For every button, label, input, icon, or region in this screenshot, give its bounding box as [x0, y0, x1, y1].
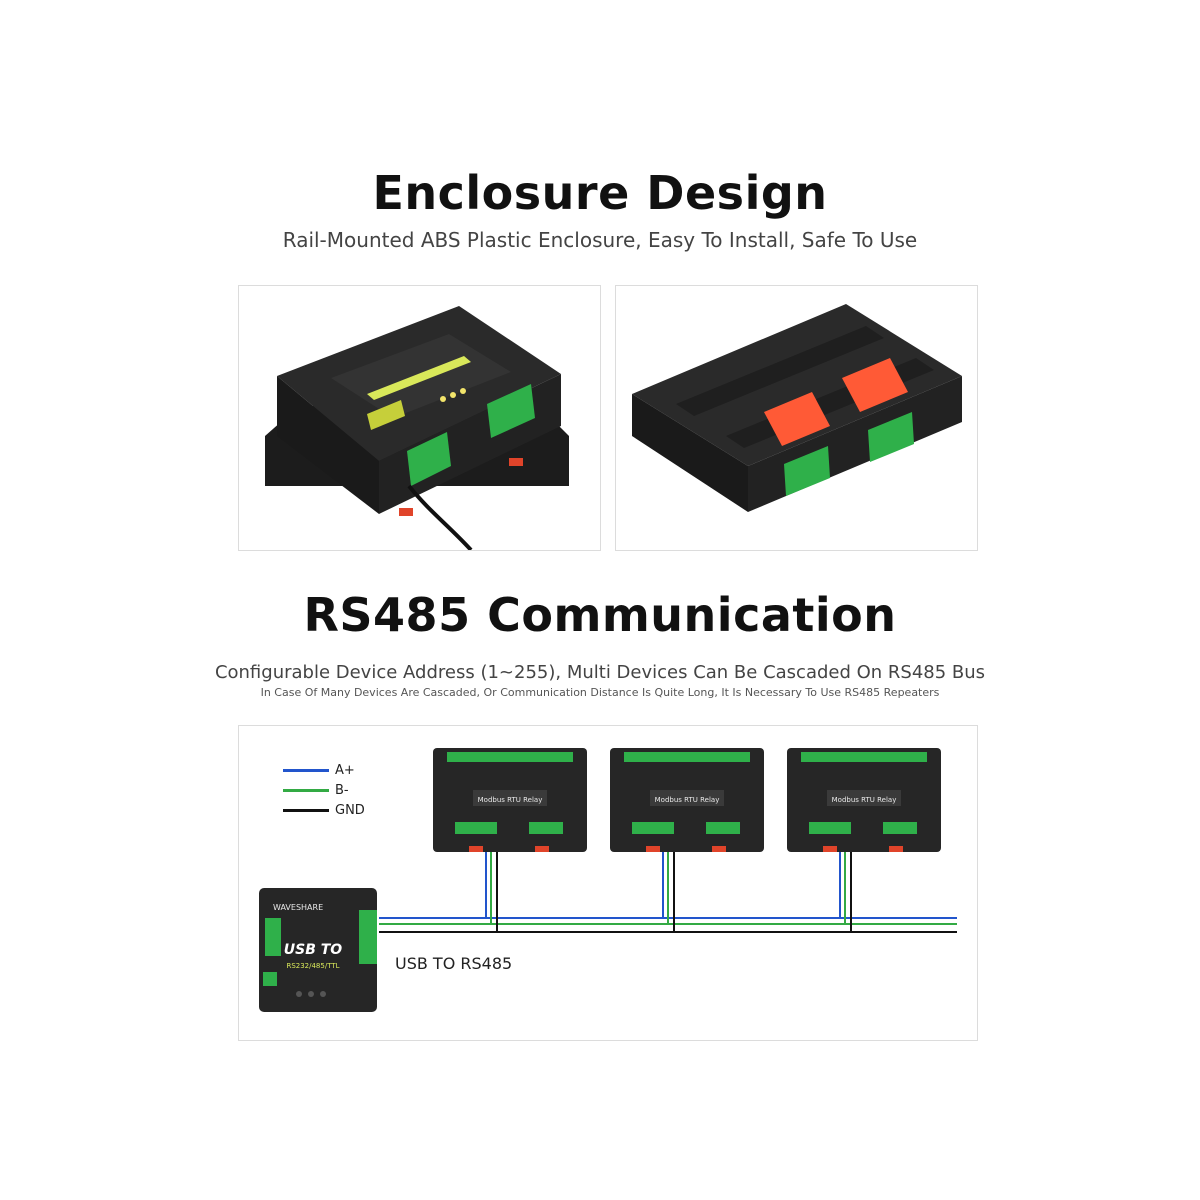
converter-brand: WAVESHARE [273, 903, 323, 912]
led-icon [460, 388, 466, 394]
orange-din-clip [842, 358, 908, 412]
relay-module-3: Modbus RTU Relay [787, 748, 941, 852]
rail-clip [509, 458, 523, 466]
usb-to-rs485-label: USB TO RS485 [395, 954, 513, 973]
led-icon [440, 396, 446, 402]
enclosure-design-title: Enclosure Design [372, 166, 828, 220]
enclosure-photo-bottom [615, 285, 978, 551]
legend-label-a: A+ [335, 762, 355, 778]
terminal-block [784, 446, 830, 496]
enclosure-design-subtitle: Rail-Mounted ABS Plastic Enclosure, Easy… [282, 228, 918, 252]
enclosure-bottom-face [632, 304, 962, 466]
enclosure-side-left [632, 394, 748, 512]
usb-to-rs485-converter: WAVESHARE USB TO RS232/485/TTL [259, 888, 377, 1012]
rs485-communication-title: RS485 Communication [303, 588, 897, 642]
legend-swatch-a [283, 768, 329, 772]
legend-swatch-gnd [283, 808, 329, 812]
label-yellow-strip [367, 356, 471, 400]
led-icon [450, 392, 456, 398]
terminal-block [868, 412, 914, 462]
converter-face-subtitle: RS232/485/TTL [286, 962, 339, 970]
rail-groove [676, 326, 884, 416]
rail-clip [399, 508, 413, 516]
relay-top-view-illustration [265, 306, 569, 552]
rs485-bus-diagram: Modbus RTU Relay Modbus RTU Relay Modbus… [238, 725, 978, 1041]
legend-label-gnd: GND [335, 802, 365, 818]
terminal-block-front [407, 432, 451, 486]
power-cable [407, 484, 473, 552]
legend-item-gnd: GND [283, 800, 365, 820]
cascade-diagram: Modbus RTU Relay Modbus RTU Relay Modbus… [259, 748, 957, 1012]
relay-module-2: Modbus RTU Relay [610, 748, 764, 852]
terminal-block-right [487, 384, 535, 438]
legend-label-b: B- [335, 782, 349, 798]
orange-din-clip [764, 392, 830, 446]
wire-legend: A+ B- GND [283, 760, 365, 820]
relay-bottom-view-illustration [632, 304, 962, 512]
legend-swatch-b [283, 788, 329, 792]
rs485-repeater-note: In Case Of Many Devices Are Cascaded, Or… [260, 686, 940, 699]
relay-module-label: Modbus RTU Relay [655, 796, 720, 804]
relay-module-label: Modbus RTU Relay [832, 796, 897, 804]
relay-module-label: Modbus RTU Relay [478, 796, 543, 804]
converter-face-title: USB TO [284, 942, 343, 958]
legend-item-a: A+ [283, 760, 365, 780]
legend-item-b: B- [283, 780, 365, 800]
rs485-subtitle: Configurable Device Address (1~255), Mul… [214, 662, 986, 683]
enclosure-side-left [277, 376, 379, 514]
enclosure-photo-top [238, 285, 601, 552]
relay-module-1: Modbus RTU Relay [433, 748, 587, 852]
dc-jack-label [367, 400, 405, 430]
